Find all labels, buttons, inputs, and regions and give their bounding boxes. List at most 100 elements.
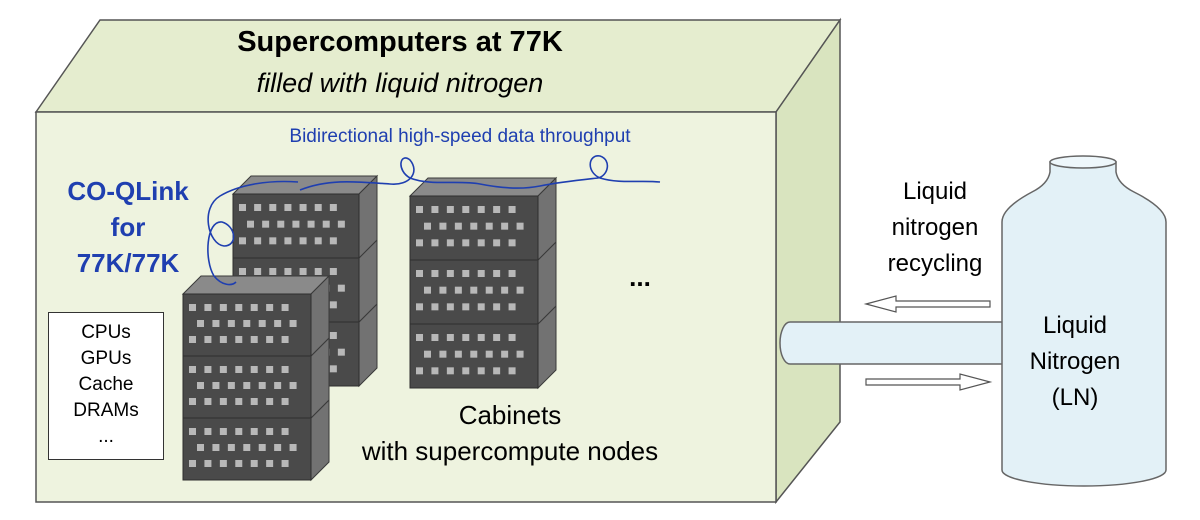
cabinet-led bbox=[416, 367, 423, 375]
cabinet-led bbox=[322, 220, 330, 228]
cabinet-led bbox=[431, 206, 439, 213]
component-more: ... bbox=[98, 426, 114, 447]
cabinet-led bbox=[204, 336, 212, 343]
cabinet-led bbox=[470, 350, 478, 358]
cabinet-led bbox=[501, 222, 509, 230]
cabinet-led bbox=[274, 444, 282, 451]
cabinet-led bbox=[314, 268, 322, 275]
cabinet-unit bbox=[182, 336, 330, 420]
cabinet-led bbox=[292, 220, 300, 228]
component-gpus: GPUs bbox=[80, 348, 132, 369]
tank-label-line-1: Liquid bbox=[1042, 312, 1108, 339]
cabinet-led bbox=[493, 367, 501, 375]
cabinet-led bbox=[462, 239, 470, 247]
cabinet-led bbox=[493, 239, 501, 247]
cabinet-led bbox=[299, 237, 307, 245]
cabinet-led bbox=[289, 444, 297, 451]
cabinet-led bbox=[254, 237, 262, 245]
cabinets-label-line-1: Cabinets bbox=[458, 400, 562, 430]
cabinet-led bbox=[439, 286, 447, 294]
cabinet-led bbox=[508, 303, 516, 311]
cabinet-led bbox=[243, 320, 251, 327]
component-drams: DRAMs bbox=[73, 400, 139, 421]
cabinet-led bbox=[254, 268, 262, 275]
cabinet-led bbox=[493, 334, 501, 341]
nitrogen-tank bbox=[1001, 155, 1167, 487]
cabinet-led bbox=[227, 444, 235, 451]
cabinet-led bbox=[262, 220, 270, 228]
cabinet-led bbox=[416, 270, 423, 277]
cabinet-led bbox=[329, 268, 337, 275]
cabinet-led bbox=[337, 284, 345, 292]
cabinet-led bbox=[516, 350, 524, 358]
cabinet-led bbox=[508, 334, 516, 341]
cabinet-top-face bbox=[231, 175, 379, 195]
cabinet-unit bbox=[408, 176, 558, 262]
cabinet-led bbox=[281, 304, 289, 311]
cabinet-led bbox=[189, 460, 196, 467]
cabinet-led bbox=[431, 303, 439, 311]
cabinet-led bbox=[219, 398, 227, 405]
cabinet-led bbox=[446, 239, 454, 247]
cabinet-led bbox=[462, 334, 470, 341]
cabinet-led bbox=[454, 286, 462, 294]
cabinet-led bbox=[516, 222, 524, 230]
cabinet-led bbox=[462, 270, 470, 277]
cabinet-led bbox=[501, 286, 509, 294]
arrow-right bbox=[865, 373, 993, 391]
cabinet-led bbox=[329, 301, 337, 309]
cabinet-led bbox=[508, 206, 516, 213]
cabinet-led bbox=[314, 204, 322, 211]
cabinet-led bbox=[446, 270, 454, 277]
cabinet-led bbox=[281, 366, 289, 373]
cabinet-led bbox=[212, 320, 220, 327]
coqlink-label-line-3: 77K/77K bbox=[76, 248, 180, 278]
cabinet-led bbox=[243, 444, 251, 451]
cabinet-led bbox=[189, 304, 196, 311]
cabinet-led bbox=[197, 320, 204, 327]
cabinet-led bbox=[243, 382, 251, 389]
arrow-left bbox=[863, 295, 991, 313]
cabinet-led bbox=[254, 204, 262, 211]
recycling-label-line-1: Liquid bbox=[902, 178, 968, 205]
cabinet-led bbox=[250, 304, 258, 311]
cabinet-unit bbox=[182, 398, 330, 482]
cabinet-led bbox=[289, 382, 297, 389]
cabinet-led bbox=[235, 460, 243, 467]
cabinet-led bbox=[424, 286, 431, 294]
cabinet-led bbox=[289, 320, 297, 327]
cabinet-led bbox=[204, 428, 212, 435]
cabinet-led bbox=[219, 336, 227, 343]
cabinet-led bbox=[454, 222, 462, 230]
cabinet-led bbox=[485, 286, 493, 294]
cabinet-led bbox=[227, 382, 235, 389]
cabinet-led bbox=[219, 366, 227, 373]
cabinet-led bbox=[431, 239, 439, 247]
cabinet-led bbox=[258, 444, 266, 451]
cabinet-led bbox=[508, 367, 516, 375]
cabinet-led bbox=[329, 237, 337, 245]
cabinet-led bbox=[189, 366, 196, 373]
cabinet-led bbox=[269, 237, 277, 245]
cabinet-led bbox=[462, 367, 470, 375]
cabinet-top-face bbox=[181, 275, 331, 295]
cabinet-led bbox=[197, 444, 204, 451]
recycling-label-line-2: nitrogen bbox=[891, 214, 979, 241]
recycling-label-line-3: recycling bbox=[887, 250, 983, 277]
cabinet-led bbox=[266, 336, 274, 343]
cabinet-led bbox=[446, 367, 454, 375]
nitrogen-pipe bbox=[779, 321, 1021, 365]
cabinet-led bbox=[189, 428, 196, 435]
cabinet-led bbox=[250, 398, 258, 405]
more-cabinets: ... bbox=[629, 262, 651, 292]
cable-coqlink bbox=[207, 180, 299, 286]
cabinet-led bbox=[416, 206, 423, 213]
cable-top bbox=[299, 155, 661, 191]
cabinet-led bbox=[274, 320, 282, 327]
cabinet-led bbox=[493, 303, 501, 311]
cabinet-led bbox=[454, 350, 462, 358]
cabinet-led bbox=[329, 204, 337, 211]
cabinet-led bbox=[501, 350, 509, 358]
cabinet-led bbox=[314, 237, 322, 245]
cabinet-unit bbox=[231, 174, 379, 260]
